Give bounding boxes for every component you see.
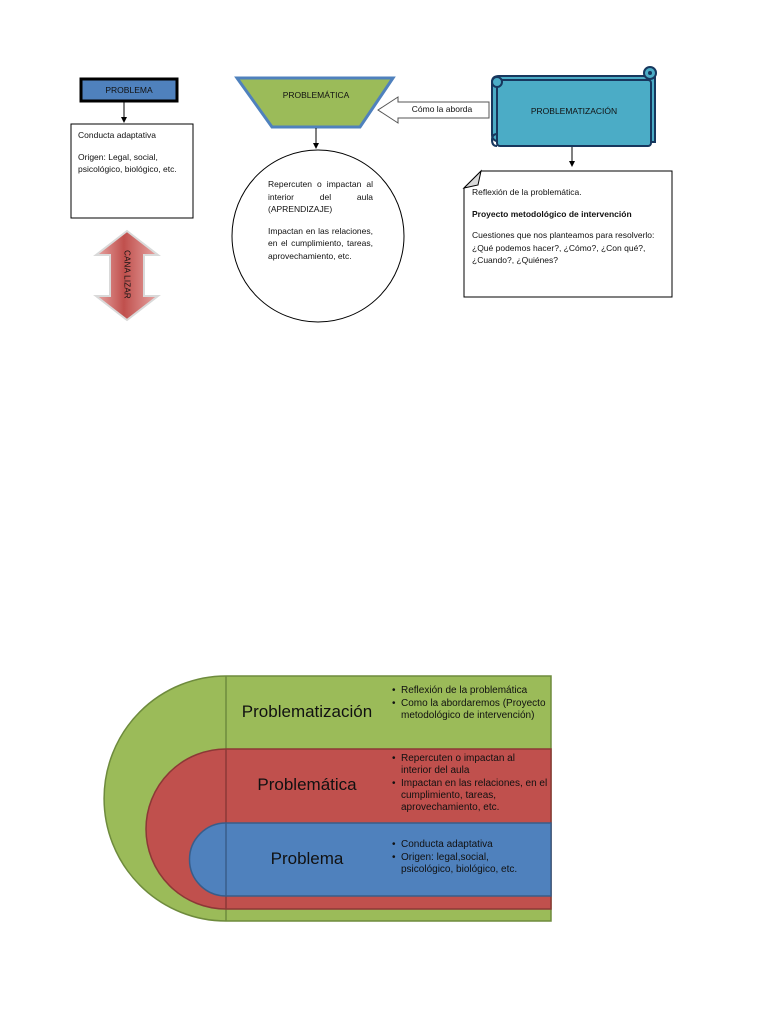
list-item: Impactan en las relaciones, en el cumpli… [392,778,548,814]
problematica-label: PROBLEMÁTICA [282,90,350,100]
problematizacion-scroll [490,66,657,147]
note-fold-corner [462,169,482,189]
como-aborda-label: Cómo la aborda [411,104,473,114]
note-content: Reflexión de la problemática. Proyecto m… [472,186,666,267]
problema-label: PROBLEMA [105,85,153,95]
list-item: Reflexión de la problemática [392,685,546,697]
list-item: Como la abordaremos (Proyecto metodológi… [392,698,546,722]
problematica-bullets: Repercuten o impactan al interior del au… [392,753,548,814]
note-proyecto: Proyecto metodológico de intervención [472,208,632,219]
circle-impactan: Impactan en las relaciones, en el cumpli… [268,225,373,261]
conducta-box [70,123,194,219]
note-reflexion: Reflexión de la problemática. [472,187,582,197]
canalizar-double-arrow [93,229,161,322]
list-item: Conducta adaptativa [392,839,542,851]
conducta-box-content: Conducta adaptativa Origen: Legal, socia… [78,129,190,176]
conducta-origen: Origen: Legal, social, psicológico, biol… [78,151,177,175]
flow-diagram-graphics [70,66,673,323]
list-item: Origen: legal,social, psicológico, bioló… [392,852,542,876]
problema-header-box [79,77,179,103]
problematizacion-title: Problematización [241,702,373,721]
conducta-title: Conducta adaptativa [78,130,156,140]
list-item: Repercuten o impactan al interior del au… [392,753,548,777]
problematica-trapezoid [234,76,396,129]
problematica-title: Problemática [257,775,357,794]
note-cuestiones: Cuestiones que nos planteamos para resol… [472,230,655,265]
como-aborda-arrow [377,96,490,124]
problematizacion-label: PROBLEMATIZACIÓN [530,106,618,116]
impacto-circle [231,149,405,323]
problema-bullets: Conducta adaptativa Origen: legal,social… [392,839,542,876]
problema-title: Problema [270,849,344,868]
circle-content: Repercuten o impactan al interior del au… [268,178,373,262]
circle-repercuten: Repercuten o impactan al interior del au… [268,179,373,214]
problematizacion-bullets: Reflexión de la problemática Como la abo… [392,685,546,722]
